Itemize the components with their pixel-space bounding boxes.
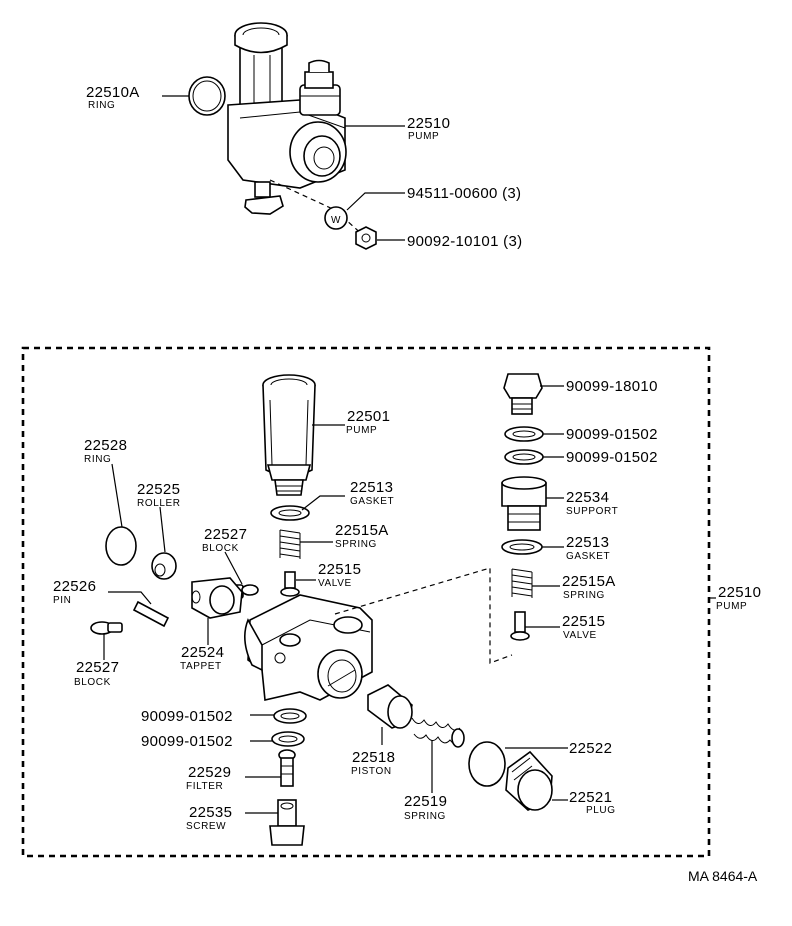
bolt-part-number: 90099-18010 bbox=[566, 378, 658, 395]
pump-body-part-number: 22501 bbox=[347, 408, 390, 425]
valve-left-part-name: VALVE bbox=[318, 578, 352, 589]
pump-body-part-name: PUMP bbox=[346, 425, 377, 436]
support-part-name: SUPPORT bbox=[566, 506, 618, 517]
pump-assembly-part-name: PUMP bbox=[408, 131, 439, 142]
pin-part-name: PIN bbox=[53, 595, 71, 606]
gasket-right-part-name: GASKET bbox=[566, 551, 610, 562]
plug-part-number: 22521 bbox=[569, 789, 612, 806]
block-lower-part-number: 22527 bbox=[76, 659, 119, 676]
gasket-l1-part-number: 90099-01502 bbox=[141, 708, 233, 725]
exploded-view-drawing bbox=[90, 373, 553, 846]
top-pump-assembly-drawing bbox=[188, 22, 377, 250]
pin-part-number: 22526 bbox=[53, 578, 96, 595]
block-lower-part-name: BLOCK bbox=[74, 677, 111, 688]
gasket-r2-part-number: 90099-01502 bbox=[566, 449, 658, 466]
screw-part-number: 22535 bbox=[189, 804, 232, 821]
nut-part-number: 90092-10101 (3) bbox=[407, 233, 522, 250]
pump-assembly-part-number: 22510 bbox=[407, 115, 450, 132]
tappet-part-number: 22524 bbox=[181, 644, 224, 661]
spring-left-part-number: 22515A bbox=[335, 522, 389, 539]
plug-part-name: PLUG bbox=[586, 805, 616, 816]
gasket-plug-part-number: 22522 bbox=[569, 740, 612, 757]
valve-left-part-number: 22515 bbox=[318, 561, 361, 578]
gasket-right-part-number: 22513 bbox=[566, 534, 609, 551]
ring-part-name: RING bbox=[84, 454, 111, 465]
ring-part-name: RING bbox=[88, 100, 115, 111]
roller-part-name: ROLLER bbox=[137, 498, 181, 509]
gasket-r1-part-number: 90099-01502 bbox=[566, 426, 658, 443]
spring-piston-part-name: SPRING bbox=[404, 811, 446, 822]
block-upper-part-name: BLOCK bbox=[202, 543, 239, 554]
piston-part-number: 22518 bbox=[352, 749, 395, 766]
gasket-left-part-number: 22513 bbox=[350, 479, 393, 496]
spring-left-part-name: SPRING bbox=[335, 539, 377, 550]
figure-code: MA 8464-A bbox=[688, 868, 758, 884]
filter-part-number: 22529 bbox=[188, 764, 231, 781]
spring-right-part-number: 22515A bbox=[562, 573, 616, 590]
ring-part-number: 22510A bbox=[86, 84, 140, 101]
gasket-left-part-name: GASKET bbox=[350, 496, 394, 507]
support-part-number: 22534 bbox=[566, 489, 609, 506]
washer-mark: W bbox=[331, 215, 341, 226]
pump-total-part-number: 22510 bbox=[718, 584, 761, 601]
roller-part-number: 22525 bbox=[137, 481, 180, 498]
filter-part-name: FILTER bbox=[186, 781, 223, 792]
gasket-l2-part-number: 90099-01502 bbox=[141, 733, 233, 750]
screw-part-name: SCREW bbox=[186, 821, 226, 832]
exploded-view-frame bbox=[21, 346, 711, 858]
piston-part-name: PISTON bbox=[351, 766, 392, 777]
valve-right-part-number: 22515 bbox=[562, 613, 605, 630]
tappet-part-name: TAPPET bbox=[180, 661, 222, 672]
washer-part-number: 94511-00600 (3) bbox=[407, 185, 521, 202]
spring-right-part-name: SPRING bbox=[563, 590, 605, 601]
leader-lines bbox=[103, 385, 716, 814]
spring-piston-part-number: 22519 bbox=[404, 793, 447, 810]
block-upper-part-number: 22527 bbox=[204, 526, 247, 543]
pump-total-part-name: PUMP bbox=[716, 601, 747, 612]
valve-right-part-name: VALVE bbox=[563, 630, 597, 641]
ring-part-number: 22528 bbox=[84, 437, 127, 454]
